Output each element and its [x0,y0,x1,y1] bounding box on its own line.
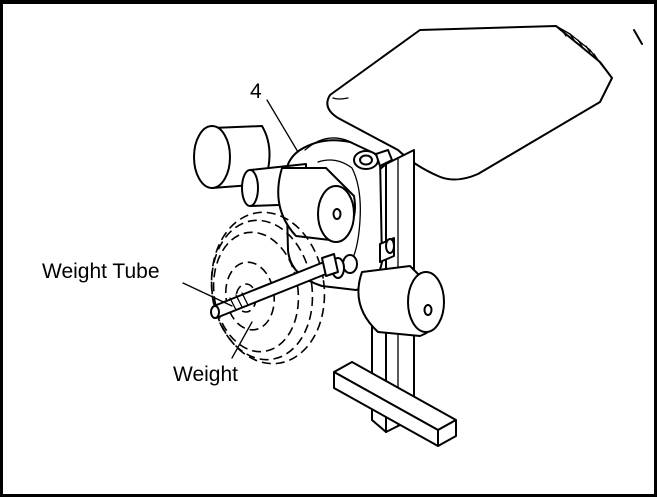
upper-roller-pad-front [277,167,356,243]
weight-tube [210,253,339,319]
leader-line-part-4 [266,99,299,153]
leader-line-weight [231,321,253,359]
lower-roller-pad [357,265,445,337]
pivot-bolt [353,149,393,170]
weight-tube-label: Weight Tube [42,260,160,283]
base-foot [333,361,457,447]
backrest-pad [326,25,643,181]
part-number-label: 4 [250,80,262,103]
lower-pivot-pin [379,237,395,263]
weight-label: Weight [173,363,238,386]
leader-line-weight-tube [182,282,233,307]
leader-lines [182,99,299,359]
